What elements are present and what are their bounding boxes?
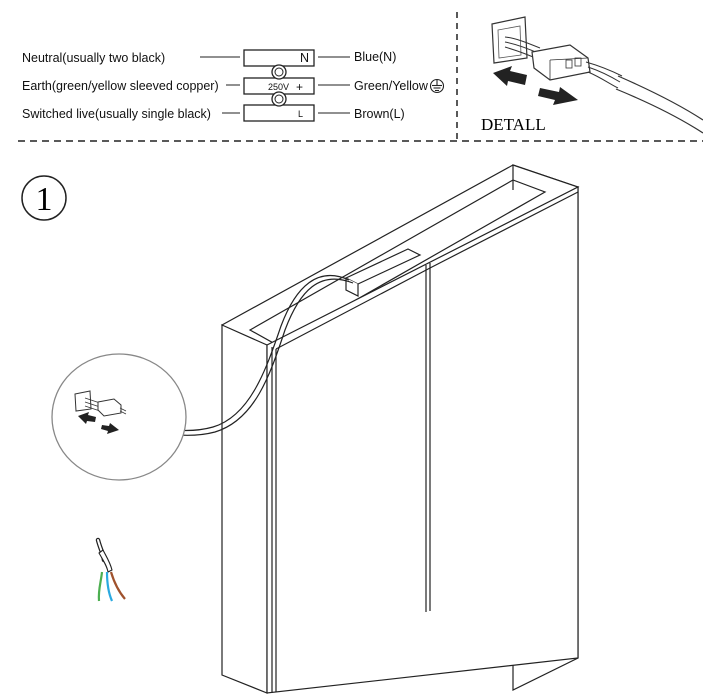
step-number: 1 [36,181,53,218]
arrow-icon [538,87,578,105]
terminal-mark-l: L [298,109,303,119]
label-neutral: Neutral(usually two black) [22,51,165,65]
label-blue-n: Blue(N) [354,50,396,64]
step-badge: 1 [21,175,67,221]
label-earth: Earth(green/yellow sleeved copper) [22,79,219,93]
cable-wires-icon [95,537,126,602]
screw-icon [274,67,284,77]
screw-icon [271,64,287,80]
screw-icon [271,91,287,107]
magnified-detail [51,353,187,481]
mirror-cabinet [220,164,580,694]
detail-label: DETALL [481,115,546,134]
arrow-icon [78,412,96,424]
terminal-mark-n: N [300,51,309,65]
label-brown-l: Brown(L) [354,107,405,121]
terminal-live [243,104,315,122]
screw-icon [274,94,284,104]
plus-icon: + [296,80,303,94]
earth-ground-icon [429,78,445,94]
label-green-yellow: Green/Yellow [354,79,429,93]
terminal-mark-voltage: 250V [268,82,289,92]
arrow-icon [101,423,119,434]
detail-illustration: DETALL [481,16,703,134]
label-switched-live: Switched live(usually single black) [22,107,211,121]
arrow-icon [493,66,527,86]
wiring-legend: N 250V + L Neutral(usually two black) Ea… [22,49,445,122]
